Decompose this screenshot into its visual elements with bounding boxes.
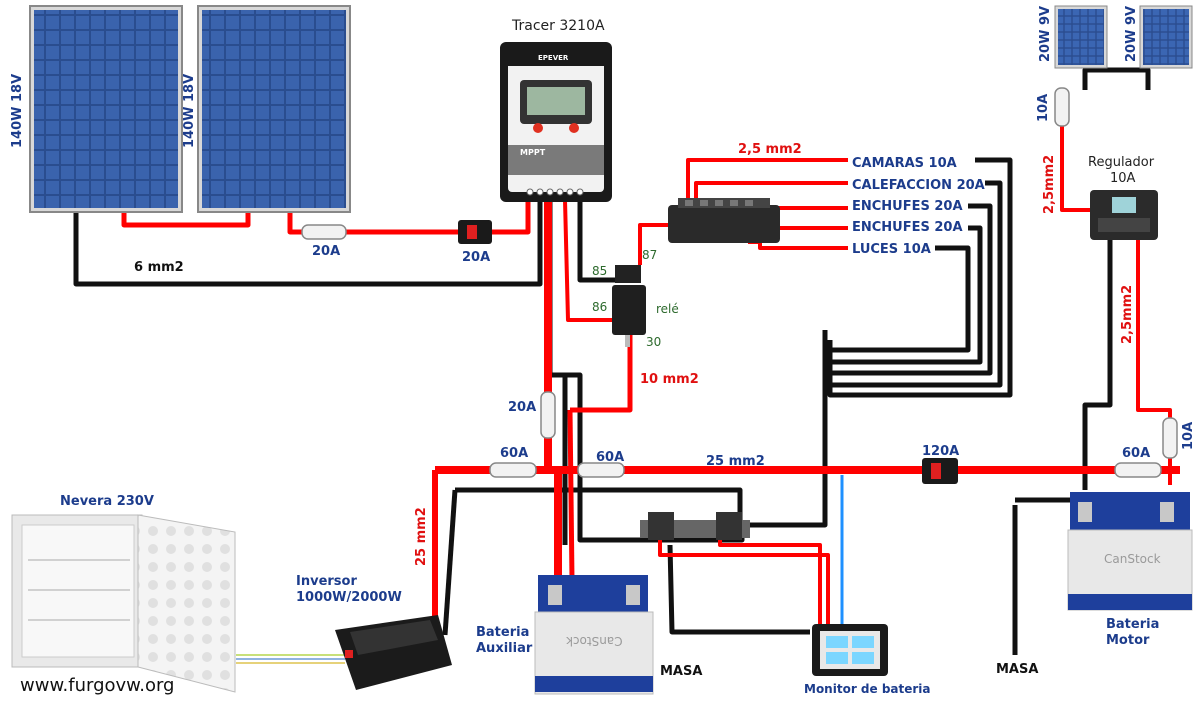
solar-panel-small-2 bbox=[1139, 5, 1193, 69]
panel-label-small-1: 20W 9V bbox=[1038, 5, 1053, 62]
inverter-label-2: 1000W/2000W bbox=[296, 590, 402, 605]
wire-10mm2-label: 10 mm2 bbox=[640, 372, 699, 387]
regulator-subtitle: 10A bbox=[1110, 171, 1136, 186]
mppt-controller bbox=[500, 42, 612, 202]
fridge bbox=[11, 514, 236, 693]
fridge-label: Nevera 230V bbox=[60, 494, 154, 509]
battery-motor bbox=[1067, 492, 1193, 611]
masa-label-aux: MASA bbox=[660, 664, 703, 679]
battery-motor-watermark: CanStock bbox=[1104, 552, 1161, 566]
controller-title: Tracer 3210A bbox=[512, 18, 605, 34]
monitor-label: Monitor de bateria bbox=[804, 682, 931, 696]
circuit-enchufes-2: ENCHUFES 20A bbox=[852, 220, 963, 235]
relay-pin-86: 86 bbox=[592, 300, 608, 314]
wire-25mm2-v-label: 25 mm2 bbox=[414, 507, 429, 566]
panel-label-left-2: 140W 18V bbox=[182, 73, 197, 148]
fuse-10a-top-label: 10A bbox=[1036, 93, 1051, 122]
wire-25mm2-h-label: 25 mm2 bbox=[706, 454, 765, 469]
solar-panel-left-1 bbox=[29, 5, 183, 213]
solar-panel-small-1 bbox=[1054, 5, 1108, 69]
masa-label-motor: MASA bbox=[996, 662, 1039, 677]
panel-label-small-2: 20W 9V bbox=[1124, 5, 1139, 62]
fuse-20a-vertical-label: 20A bbox=[508, 400, 537, 415]
shunt bbox=[640, 512, 750, 540]
battery-motor-label-1: Bateria bbox=[1106, 617, 1160, 632]
circuit-calefaccion: CALEFACCION 20A bbox=[852, 178, 985, 193]
battery-aux-label-2: Auxiliar bbox=[476, 641, 533, 656]
breaker-20a-label: 20A bbox=[462, 250, 491, 265]
inverter-label-1: Inversor bbox=[296, 574, 357, 589]
red-wires bbox=[121, 90, 1180, 635]
battery-aux-label-1: Bateria bbox=[476, 625, 530, 640]
fuse-60a-left-label: 60A bbox=[500, 446, 529, 461]
fuse-box bbox=[668, 198, 780, 243]
wire-2-5mm2-bat-label: 2,5mm2 bbox=[1120, 284, 1135, 344]
battery-monitor bbox=[812, 624, 888, 676]
regulator-title: Regulador bbox=[1088, 155, 1155, 170]
fuse-60a-mid-label: 60A bbox=[596, 450, 625, 465]
wire-2-5mm2-reg-label: 2,5mm2 bbox=[1042, 154, 1057, 214]
battery-aux-watermark: CanStock bbox=[566, 634, 623, 648]
relay-pin-30: 30 bbox=[646, 335, 662, 349]
website-label: www.furgovw.org bbox=[20, 675, 175, 696]
circuit-camaras: CAMARAS 10A bbox=[852, 156, 957, 171]
fuse-60a-right-label: 60A bbox=[1122, 446, 1151, 461]
relay-pin-85: 85 bbox=[592, 264, 608, 278]
panel-label-left-1: 140W 18V bbox=[10, 73, 25, 148]
glass-fuses bbox=[301, 87, 1178, 478]
breakers bbox=[458, 220, 958, 484]
breaker-120a-label: 120A bbox=[922, 444, 960, 459]
relay-pin-87: 87 bbox=[642, 248, 658, 262]
relay-label: relé bbox=[656, 302, 679, 316]
wire-6mm2-label: 6 mm2 bbox=[134, 260, 184, 275]
fuse-10a-right-label: 10A bbox=[1181, 421, 1196, 450]
circuit-enchufes-1: ENCHUFES 20A bbox=[852, 199, 963, 214]
regulator-box bbox=[1090, 190, 1158, 240]
wire-2-5mm2-label: 2,5 mm2 bbox=[738, 142, 802, 157]
battery-motor-label-2: Motor bbox=[1106, 633, 1150, 648]
controller-mode: MPPT bbox=[520, 148, 546, 157]
fridge-cable bbox=[236, 654, 345, 664]
circuit-luces: LUCES 10A bbox=[852, 242, 931, 257]
inverter bbox=[335, 615, 452, 690]
relay-block bbox=[612, 265, 646, 347]
battery-aux bbox=[534, 575, 654, 695]
solar-panel-left-2 bbox=[197, 5, 351, 213]
controller-brand: EPEVER bbox=[538, 54, 569, 62]
fuse-20a-panel-label: 20A bbox=[312, 244, 341, 259]
